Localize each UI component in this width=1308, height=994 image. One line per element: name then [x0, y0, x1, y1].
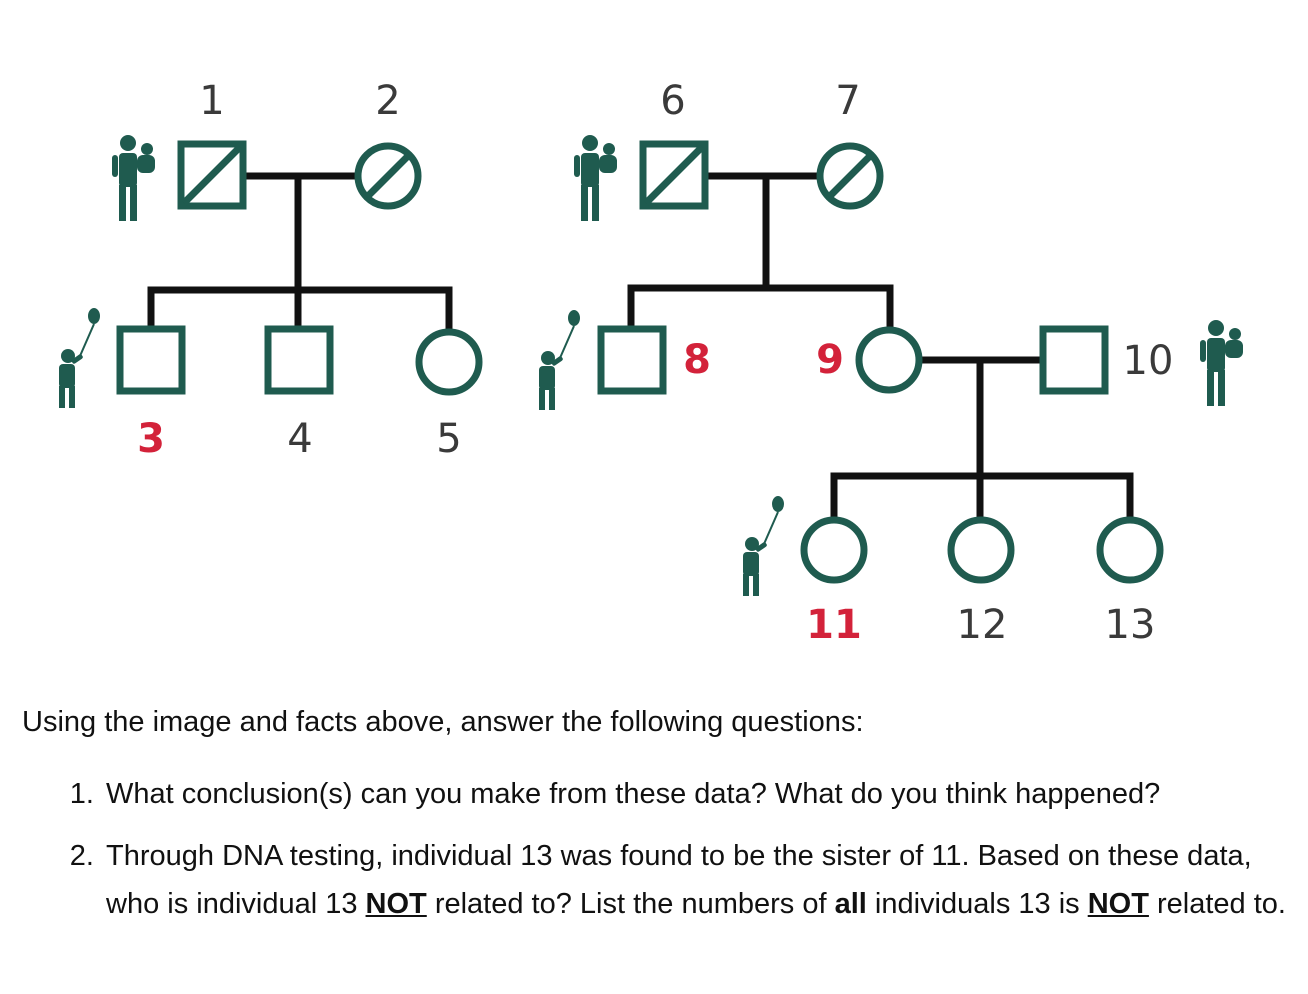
individual-3: [116, 325, 186, 395]
label-2: 2: [375, 78, 400, 124]
pedigree-chart: 1 2 3 4 5 6 7 8 9 10: [58, 78, 1243, 648]
individual-5: [415, 328, 483, 396]
label-3: 3: [137, 416, 165, 462]
question-2-text-a: Through DNA testing, individual 13 was f…: [106, 840, 1252, 920]
question-2-not-1: NOT: [365, 888, 427, 920]
parent-with-baby-icon: [1200, 320, 1243, 406]
question-2-all: all: [834, 888, 867, 920]
label-13: 13: [1105, 602, 1156, 648]
child-with-balloon-icon: [742, 495, 785, 597]
label-8: 8: [683, 337, 711, 383]
label-4: 4: [287, 416, 312, 462]
individual-10: [1039, 325, 1109, 395]
question-2-text-c: individuals 13 is: [866, 888, 1088, 920]
questions-section: Using the image and facts above, answer …: [22, 700, 1292, 942]
individual-13: [1096, 516, 1164, 584]
child-with-balloon-icon: [58, 307, 101, 409]
label-1: 1: [199, 78, 224, 124]
question-2-text-d: related to.: [1148, 888, 1286, 920]
individual-9: [855, 326, 923, 394]
label-12: 12: [957, 602, 1008, 648]
parent-with-baby-icon: [574, 135, 617, 221]
individual-12: [947, 516, 1015, 584]
label-6: 6: [660, 78, 685, 124]
individual-7: [816, 142, 884, 210]
question-1: What conclusion(s) can you make from the…: [102, 770, 1292, 818]
individual-2: [354, 142, 422, 210]
label-11: 11: [806, 602, 862, 648]
questions-intro: Using the image and facts above, answer …: [22, 706, 864, 738]
question-2-not-2: NOT: [1087, 888, 1149, 920]
question-2-text-b: related to? List the numbers of: [426, 888, 835, 920]
questions-list: What conclusion(s) can you make from the…: [22, 770, 1292, 928]
individual-4: [264, 325, 334, 395]
label-5: 5: [436, 416, 461, 462]
individual-1: [177, 140, 247, 210]
individual-11: [800, 516, 868, 584]
label-10: 10: [1123, 338, 1174, 384]
individual-6: [639, 140, 709, 210]
question-2: Through DNA testing, individual 13 was f…: [102, 832, 1292, 928]
label-9: 9: [816, 337, 844, 383]
parent-with-baby-icon: [112, 135, 155, 221]
label-7: 7: [835, 78, 860, 124]
individual-8: [597, 325, 667, 395]
child-with-balloon-icon: [538, 309, 581, 411]
